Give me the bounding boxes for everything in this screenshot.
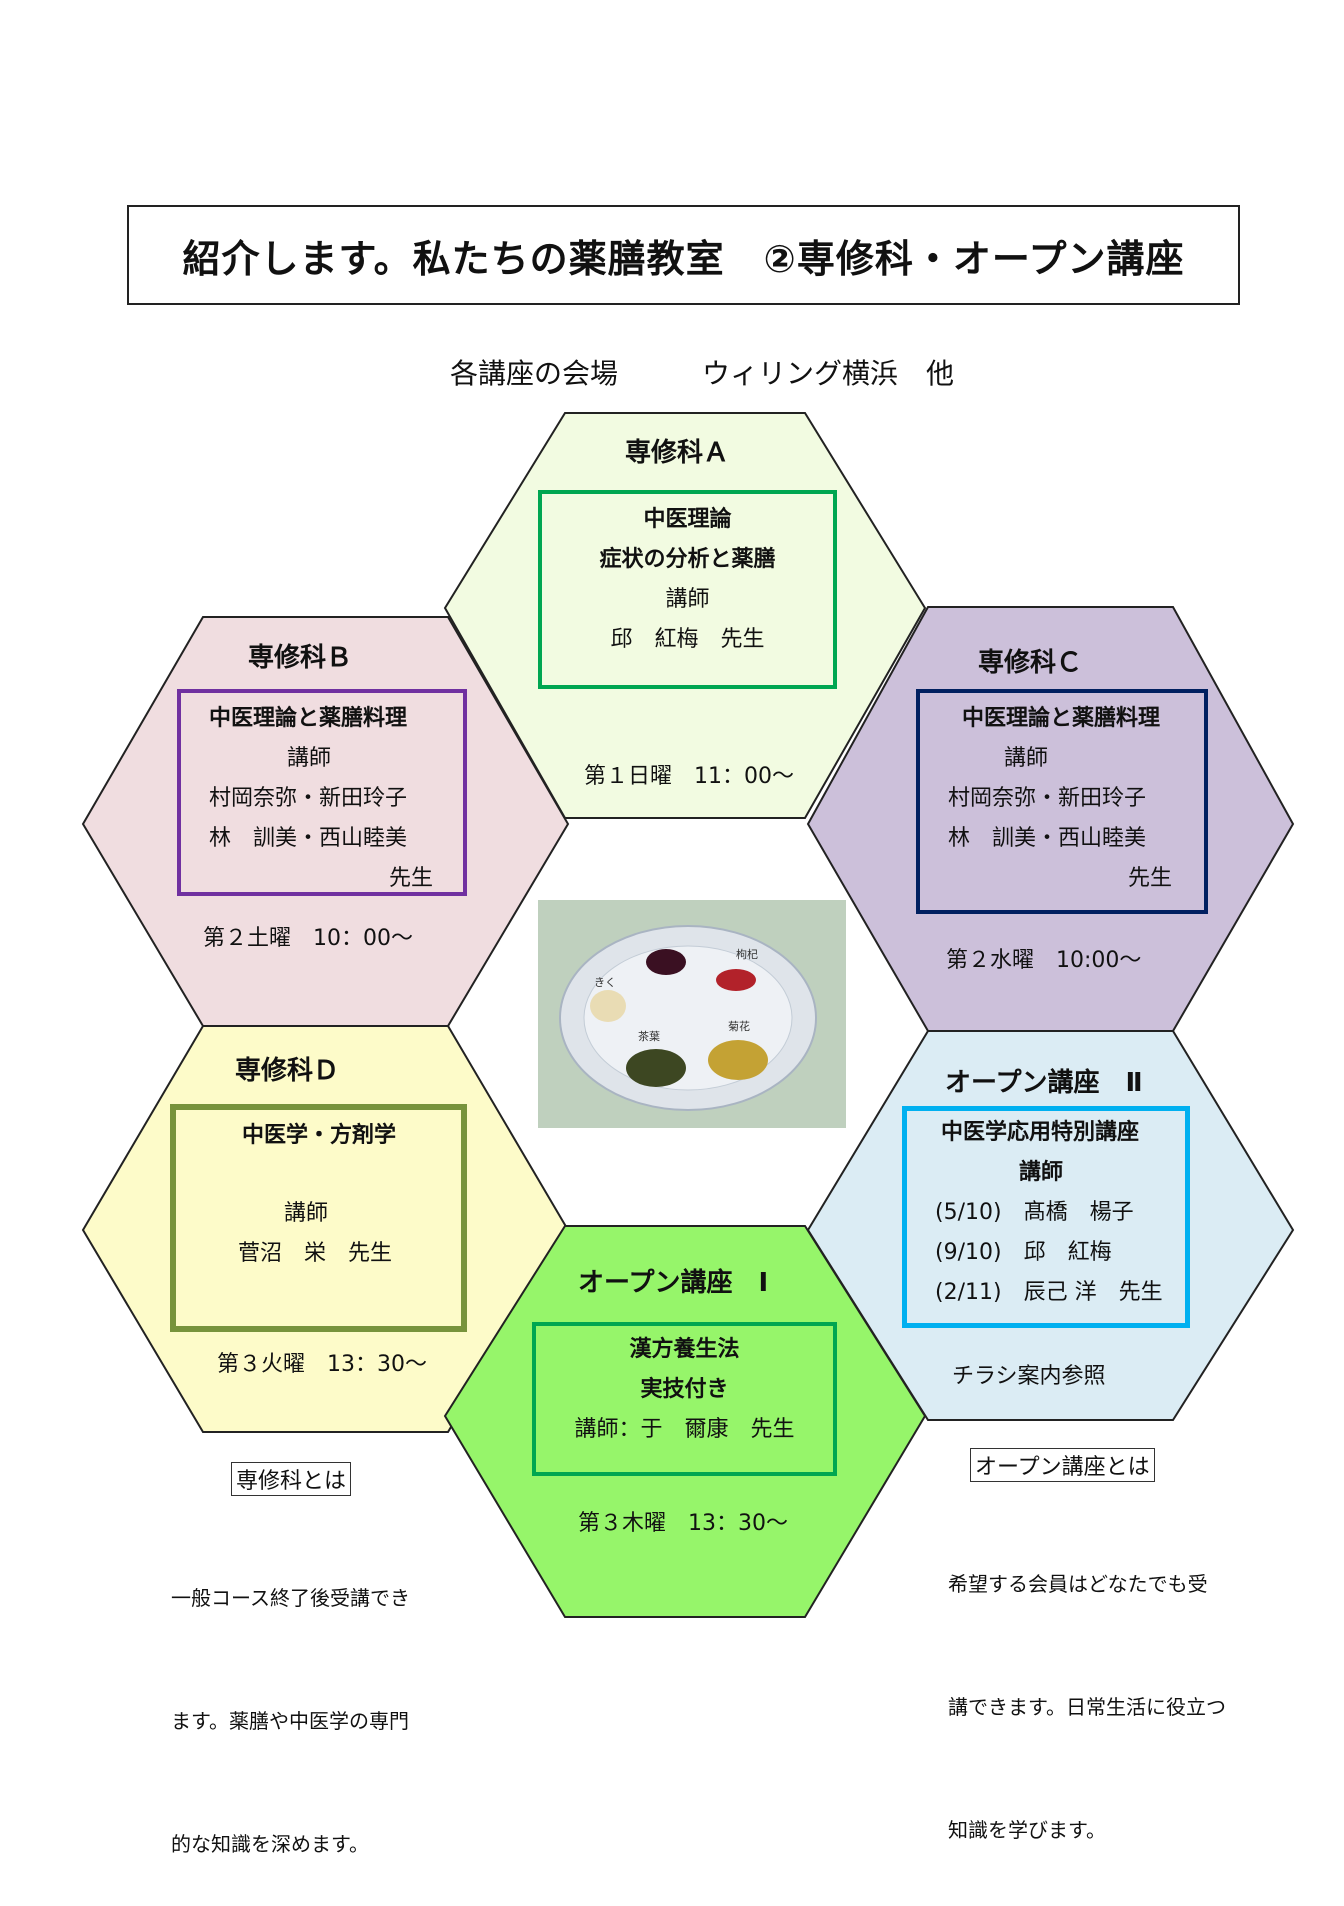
open-note-line2: 講できます。日常生活に役立つ bbox=[948, 1695, 1226, 1719]
open1-schedule: 第３木曜 13：30～ bbox=[578, 1511, 788, 1536]
photo-label-4: 枸杞 bbox=[736, 947, 758, 961]
senshuka-note-line1: 一般コース終了後受講でき bbox=[171, 1586, 410, 1610]
open2-row3: (2/11) 辰己 洋 先生 bbox=[935, 1280, 1163, 1305]
hex-a bbox=[443, 412, 927, 819]
page-title: 紹介します。私たちの薬膳教室 ②専修科・オープン講座 bbox=[127, 205, 1240, 305]
page-title-text: 紹介します。私たちの薬膳教室 ②専修科・オープン講座 bbox=[182, 236, 1185, 281]
course-c-teacher2: 林 訓美・西山睦美 bbox=[948, 826, 1147, 851]
open1-subject1: 漢方養生法 bbox=[629, 1337, 740, 1362]
course-d-card: 中医学・方剤学 講師 菅沼 栄 先生 bbox=[170, 1104, 467, 1332]
senshuka-note-line3: 的な知識を深めます。 bbox=[171, 1832, 369, 1856]
course-a-teacher-label: 講師 bbox=[665, 587, 710, 612]
course-c-card: 中医理論と薬膳料理 講師 村岡奈弥・新田玲子 林 訓美・西山睦美 先生 bbox=[916, 689, 1208, 914]
lotus-seed-pile bbox=[590, 990, 626, 1022]
course-c-suffix: 先生 bbox=[1128, 866, 1173, 891]
course-c-teacher1: 村岡奈弥・新田玲子 bbox=[948, 786, 1147, 811]
course-b-suffix: 先生 bbox=[389, 866, 434, 891]
tea-leaf-pile bbox=[626, 1049, 686, 1087]
jujube-pile bbox=[646, 949, 686, 975]
course-b-title: 専修科Ｂ bbox=[248, 643, 353, 673]
chrysanthemum-pile bbox=[708, 1040, 768, 1080]
open-note-body: 希望する会員はどなたでも受 講できます。日常生活に役立つ 知識を学びます。 bbox=[948, 1482, 1226, 1892]
photo-label-1: きく bbox=[594, 976, 616, 989]
course-c-teacher-label: 講師 bbox=[1004, 746, 1049, 771]
course-d-teacher: 菅沼 栄 先生 bbox=[238, 1241, 393, 1266]
open2-row1: (5/10) 髙橋 楊子 bbox=[935, 1200, 1134, 1225]
course-b-teacher2: 林 訓美・西山睦美 bbox=[209, 826, 408, 851]
photo-label-3: 菊花 bbox=[728, 1020, 750, 1033]
course-d-teacher-label: 講師 bbox=[284, 1201, 329, 1226]
course-d-schedule: 第３火曜 13：30～ bbox=[217, 1352, 427, 1377]
open2-row2: (9/10) 邱 紅梅 bbox=[935, 1240, 1112, 1265]
open2-note: チラシ案内参照 bbox=[952, 1364, 1106, 1389]
photo-label-2: 茶葉 bbox=[638, 1029, 660, 1043]
course-a-subject2: 症状の分析と薬膳 bbox=[599, 547, 776, 572]
senshuka-note-body: 一般コース終了後受講でき ます。薬膳や中医学の専門 的な知識を深めます。 bbox=[171, 1496, 410, 1906]
course-a-schedule: 第１日曜 11：00～ bbox=[584, 764, 794, 789]
course-b-card: 中医理論と薬膳料理 講師 村岡奈弥・新田玲子 林 訓美・西山睦美 先生 bbox=[177, 689, 467, 896]
open2-teacher-label: 講師 bbox=[1019, 1160, 1064, 1185]
herb-plate-illustration: きく 茶葉 菊花 枸杞 bbox=[538, 900, 846, 1128]
course-a-teacher: 邱 紅梅 先生 bbox=[610, 627, 765, 652]
course-a-title: 専修科Ａ bbox=[625, 438, 730, 468]
course-c-subject: 中医理論と薬膳料理 bbox=[962, 706, 1161, 731]
course-d-title: 専修科Ｄ bbox=[235, 1056, 340, 1086]
course-b-schedule: 第２土曜 10：00～ bbox=[203, 926, 413, 951]
venue-line: 各講座の会場 ウィリング横浜 他 bbox=[450, 357, 955, 390]
open2-subject: 中医学応用特別講座 bbox=[941, 1120, 1140, 1145]
open-note-heading-text: オープン講座とは bbox=[970, 1448, 1155, 1482]
open2-card: 中医学応用特別講座 講師 (5/10) 髙橋 楊子 (9/10) 邱 紅梅 (2… bbox=[902, 1106, 1190, 1328]
course-c-schedule: 第２水曜 10:00～ bbox=[946, 948, 1142, 973]
course-d-subject: 中医学・方剤学 bbox=[242, 1123, 397, 1148]
senshuka-note-heading: 専修科とは bbox=[231, 1462, 352, 1496]
course-b-teacher1: 村岡奈弥・新田玲子 bbox=[209, 786, 408, 811]
course-a-card: 中医理論 症状の分析と薬膳 講師 邱 紅梅 先生 bbox=[538, 490, 837, 689]
open2-title: オープン講座 Ⅱ bbox=[945, 1068, 1143, 1098]
course-b-subject: 中医理論と薬膳料理 bbox=[209, 706, 408, 731]
goji-pile bbox=[716, 969, 756, 991]
open1-title: オープン講座 Ⅰ bbox=[578, 1268, 769, 1298]
senshuka-note-heading-text: 専修科とは bbox=[231, 1462, 352, 1496]
open1-teacher: 講師：于 爾康 先生 bbox=[574, 1417, 795, 1442]
open1-card: 漢方養生法 実技付き 講師：于 爾康 先生 bbox=[532, 1322, 837, 1476]
open-note-heading: オープン講座とは bbox=[970, 1448, 1155, 1482]
open-note-line3: 知識を学びます。 bbox=[948, 1818, 1106, 1842]
open1-subject2: 実技付き bbox=[640, 1377, 729, 1402]
course-b-teacher-label: 講師 bbox=[287, 746, 332, 771]
course-a-subject1: 中医理論 bbox=[643, 507, 732, 532]
open-note-line1: 希望する会員はどなたでも受 bbox=[948, 1572, 1208, 1596]
course-c-title: 専修科Ｃ bbox=[978, 648, 1083, 678]
herb-plate-photo: きく 茶葉 菊花 枸杞 bbox=[538, 900, 846, 1128]
senshuka-note-line2: ます。薬膳や中医学の専門 bbox=[171, 1709, 409, 1733]
